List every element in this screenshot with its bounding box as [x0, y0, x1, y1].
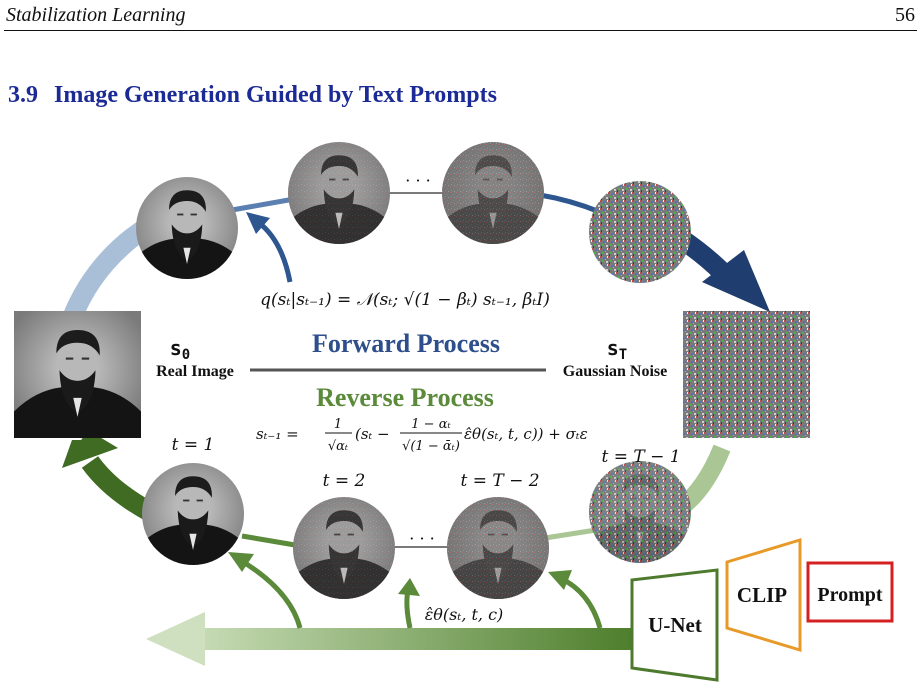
reverse-arc-segment-2 [242, 536, 295, 545]
forward-equation: q(sₜ|sₜ₋₁) = 𝒩(sₜ; √(1 − βₜ) sₜ₋₁, βₜI) [260, 290, 550, 310]
gaussian-noise-image [683, 311, 810, 438]
reverse-circle-tT2 [444, 494, 552, 602]
svg-text:1 − αₜ: 1 − αₜ [411, 417, 451, 432]
reverse-process-label: Reverse Process [316, 383, 494, 412]
unet-label: U-Net [648, 613, 702, 637]
t2-label: t = 2 [323, 471, 366, 491]
reverse-ellipsis: · · · [409, 529, 434, 548]
svg-text:1: 1 [334, 417, 342, 432]
clip-label: CLIP [737, 583, 787, 607]
s0-label: s0 [170, 336, 190, 363]
svg-text:√αₜ: √αₜ [328, 439, 349, 454]
forward-circle-3 [439, 139, 547, 247]
reverse-small-arrow-2-head [398, 578, 420, 596]
reverse-long-arrow-head [146, 612, 205, 666]
prompt-label: Prompt [817, 584, 883, 606]
tT2-label: t = T − 2 [460, 471, 539, 491]
forward-small-arrow [258, 222, 290, 282]
epsilon-label: ε̂θ(sₜ, t, c) [425, 605, 504, 624]
forward-process-label: Forward Process [312, 329, 500, 358]
svg-text:sₜ₋₁ =: sₜ₋₁ = [256, 425, 299, 443]
reverse-equation: sₜ₋₁ = 1 √αₜ (sₜ − 1 − αₜ √(1 − ᾱₜ) ε̂θ(… [256, 417, 588, 454]
real-image [14, 311, 141, 438]
forward-circle-1 [133, 174, 241, 282]
reverse-small-arrow-2 [407, 590, 410, 628]
tT1-label: t = T − 1 [601, 447, 680, 467]
reverse-circle-tT1 [586, 458, 694, 566]
t1-label: t = 1 [172, 435, 215, 455]
real-image-label: Real Image [156, 363, 234, 380]
sT-label: sT [607, 336, 627, 363]
gaussian-noise-label: Gaussian Noise [563, 363, 667, 380]
forward-ellipsis: · · · [405, 171, 430, 190]
reverse-arc-segment [545, 530, 596, 538]
reverse-arrow-body [90, 462, 150, 512]
forward-circle-4 [589, 181, 691, 283]
reverse-small-arrow-1 [240, 560, 300, 628]
forward-circle-2 [285, 139, 393, 247]
reverse-circle-t2 [290, 494, 398, 602]
forward-arc-segment-2 [540, 195, 600, 212]
reverse-small-arrow-3 [560, 578, 600, 628]
reverse-circle-t1 [139, 460, 247, 568]
reverse-long-arrow-body [200, 628, 635, 650]
svg-text:(sₜ −: (sₜ − [355, 425, 390, 443]
svg-text:ε̂θ(sₜ, t, c)) + σₜε: ε̂θ(sₜ, t, c)) + σₜε [464, 425, 588, 443]
svg-text:√(1 − ᾱₜ): √(1 − ᾱₜ) [402, 439, 460, 454]
